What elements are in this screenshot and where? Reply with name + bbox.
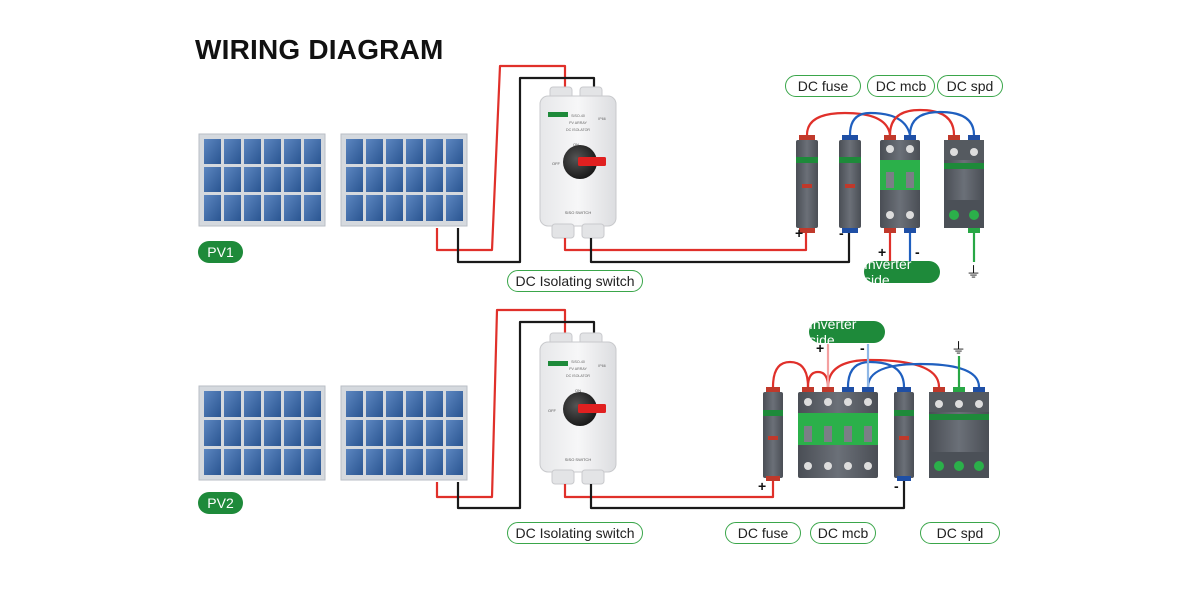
isolator-1-line2: PV ARRAY — [569, 121, 587, 125]
dc-fuse-2-positive — [763, 387, 783, 481]
isolator-2-line3: DC ISOLATOR — [566, 374, 590, 378]
isolator-2-on: ON — [575, 388, 581, 393]
solar-panel-pv1-left — [198, 133, 326, 227]
label-dc-mcb-1: DC mcb — [867, 75, 935, 97]
isolator-1-ip: IP66 — [598, 117, 605, 121]
dc-isolator-2: SISO-40 PV ARRAY DC ISOLATOR IP66 ON OFF… — [539, 332, 617, 485]
sign-fuse2-plus: + — [758, 478, 767, 494]
ground-icon-row2: ⏚ — [951, 340, 967, 357]
dc-fuse-2-negative — [894, 387, 914, 481]
solar-panel-pv2-right — [340, 385, 468, 481]
wires-row2-isolator-out — [563, 480, 906, 510]
label-dc-fuse-2: DC fuse — [725, 522, 801, 544]
wire-pv1-positive — [435, 64, 567, 252]
wire-iso1-negative-out — [589, 233, 851, 264]
label-dc-isolating-switch-2: DC Isolating switch — [507, 522, 643, 544]
dc-mcb-2 — [798, 387, 878, 478]
sign-inverter1-minus: - — [915, 244, 920, 260]
isolator-2-ip: IP66 — [598, 364, 605, 368]
label-dc-fuse-1: DC fuse — [785, 75, 861, 97]
wire-iso2-positive-out — [563, 480, 775, 499]
isolator-2-footer: SISO SWITCH — [565, 457, 592, 462]
wires-row1-jumpers — [805, 108, 976, 262]
sign-fuse1-plus: + — [795, 225, 804, 241]
wires-row2-jumpers — [771, 344, 981, 388]
wire-mcb2-out-pos — [826, 358, 941, 388]
wires-row1-pv — [435, 64, 596, 264]
wire-fuse2-to-mcb-pos — [771, 360, 810, 388]
wire-pv1-negative — [456, 76, 596, 264]
isolator-1-line3: DC ISOLATOR — [566, 128, 590, 132]
label-dc-spd-2: DC spd — [920, 522, 1000, 544]
sign-inverter2-minus: - — [860, 340, 865, 356]
wire-mcb-to-spd-neg — [908, 110, 976, 136]
label-pv2: PV2 — [198, 492, 243, 514]
ground-icon-row1: ⏚ — [966, 264, 982, 281]
wire-fuse1-to-mcb-neg — [848, 111, 912, 136]
wire-iso1-positive-out — [563, 233, 808, 252]
wire-pv2-positive — [435, 308, 567, 499]
dc-isolator-1: SISO-40 PV ARRAY DC ISOLATOR IP66 ON OFF… — [539, 86, 617, 239]
wire-mcb2-neg-a — [846, 360, 906, 388]
dc-fuse-1-negative — [839, 135, 861, 233]
isolator-2-model: SISO-40 — [571, 360, 585, 364]
isolator-1-handle — [578, 157, 606, 166]
wire-iso2-negative-out — [589, 480, 906, 510]
isolator-1-footer: SISO SWITCH — [565, 210, 592, 215]
label-dc-mcb-2: DC mcb — [810, 522, 876, 544]
wires-row1-isolator-out — [563, 233, 851, 264]
label-inverter-side-1: Inverter side — [864, 256, 940, 288]
sign-inverter2-plus: + — [816, 340, 825, 356]
label-dc-isolating-switch-1: DC Isolating switch — [507, 270, 643, 292]
wire-mcb2-neg-b — [866, 362, 981, 388]
sign-inverter1-plus: + — [878, 244, 887, 260]
wire-pv2-negative — [456, 320, 596, 510]
isolator-2-line2: PV ARRAY — [569, 367, 587, 371]
dc-mcb-1 — [880, 135, 920, 233]
label-dc-spd-1: DC spd — [937, 75, 1003, 97]
isolator-1-off: OFF — [552, 161, 561, 166]
wire-fuse1-to-mcb-pos — [805, 111, 892, 136]
dc-spd-2 — [929, 387, 989, 478]
isolator-1-model: SISO-40 — [571, 114, 585, 118]
label-pv1: PV1 — [198, 241, 243, 263]
sign-fuse2-minus: - — [894, 478, 899, 494]
isolator-2-handle — [578, 404, 606, 413]
solar-panel-pv1-right — [340, 133, 468, 227]
sign-fuse1-minus: - — [839, 225, 844, 241]
isolator-2-off: OFF — [548, 408, 557, 413]
isolator-1-on: ON — [573, 142, 579, 147]
wire-mcb2-pos-bridge — [806, 370, 830, 388]
dc-fuse-1-positive — [796, 135, 818, 233]
solar-panel-pv2-left — [198, 385, 326, 481]
page-title: WIRING DIAGRAM — [195, 34, 444, 65]
dc-spd-1 — [944, 135, 984, 233]
wire-mcb-to-spd-pos — [888, 108, 956, 136]
wires-row2-pv — [435, 308, 596, 510]
